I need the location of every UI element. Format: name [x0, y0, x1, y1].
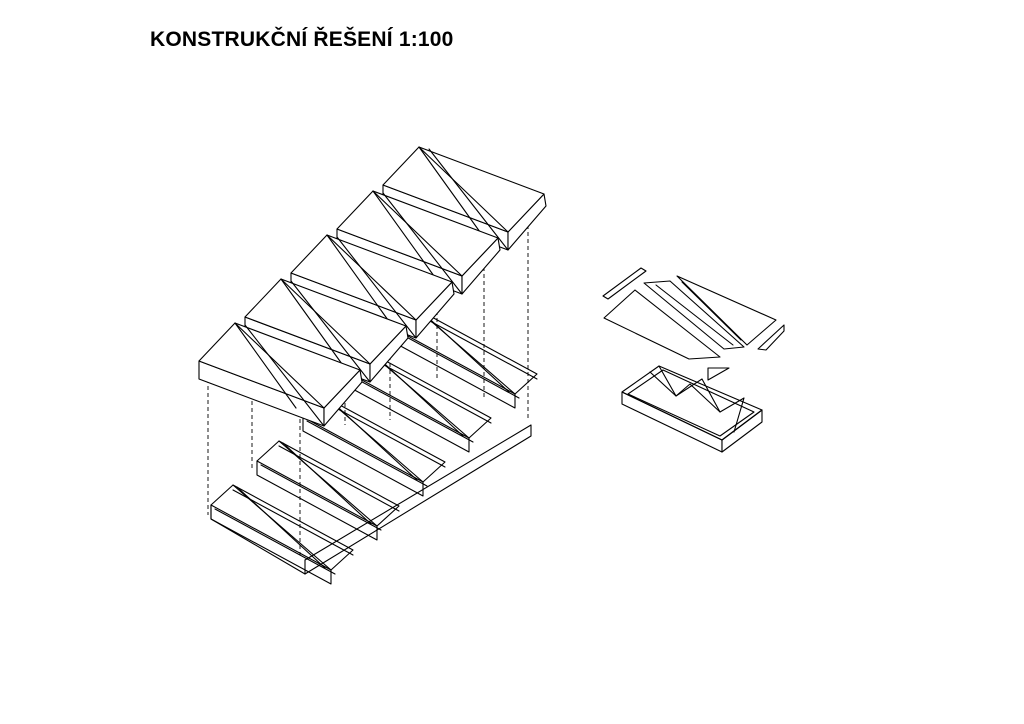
plate-fold-line [681, 281, 742, 341]
step-fold-line [418, 146, 481, 233]
truss-module [302, 396, 446, 497]
drawing-title: KONSTRUKČNÍ ŘEŠENÍ 1:100 [150, 28, 454, 51]
step-fold-line [280, 278, 371, 365]
step-fold-line [234, 322, 325, 409]
frame-chord-inner [416, 313, 538, 380]
step-fold-line [382, 192, 463, 295]
step-fold-line [428, 148, 509, 251]
frame-beam-inner [306, 420, 428, 487]
module-side [621, 391, 723, 453]
frame-chord-inner [370, 357, 492, 424]
plate-panel-mid [643, 280, 745, 350]
step-fold-line [326, 234, 417, 321]
frame-base-edge [304, 424, 532, 575]
module-diagonals [658, 365, 745, 433]
frame-chord [256, 440, 400, 527]
frame-beam [302, 416, 424, 497]
truss-module [210, 484, 354, 585]
frame-beam-inner [214, 508, 336, 575]
step-fold-line [290, 280, 371, 383]
plate-triangle-left [602, 267, 647, 300]
stair-step [198, 322, 363, 427]
step-fold-line [234, 322, 297, 409]
frame-chord-inner [278, 445, 400, 512]
frame-beam [256, 460, 378, 541]
step-fold-line [372, 190, 435, 277]
plate-triangle-right [757, 324, 785, 351]
module-top-inner [627, 369, 755, 437]
folded-staircase [198, 146, 547, 427]
frame-chord-inner [324, 401, 446, 468]
frame-module [621, 365, 763, 453]
exploded-step-detail [602, 267, 785, 453]
step-fold-line [326, 234, 389, 321]
plate-triangle-small [707, 367, 730, 381]
module-diagonals [649, 371, 721, 413]
truss-module [256, 440, 400, 541]
plate-panel-long [603, 289, 721, 360]
frame-base-edge [210, 504, 306, 575]
step-fold-line [418, 146, 509, 233]
step-fold-line [372, 190, 463, 277]
frame-beam-inner [398, 332, 520, 399]
step-fold-line [336, 236, 417, 339]
step-fold-line [280, 278, 343, 365]
step-fold-line [244, 324, 325, 427]
frame-beam-inner [352, 376, 474, 443]
frame-chord-inner [232, 489, 354, 556]
plate-panel-top [676, 275, 777, 346]
frame-beam-inner [260, 464, 382, 531]
module-top [621, 365, 763, 441]
frame-chord [210, 484, 354, 571]
plate-fold-line [655, 284, 734, 346]
